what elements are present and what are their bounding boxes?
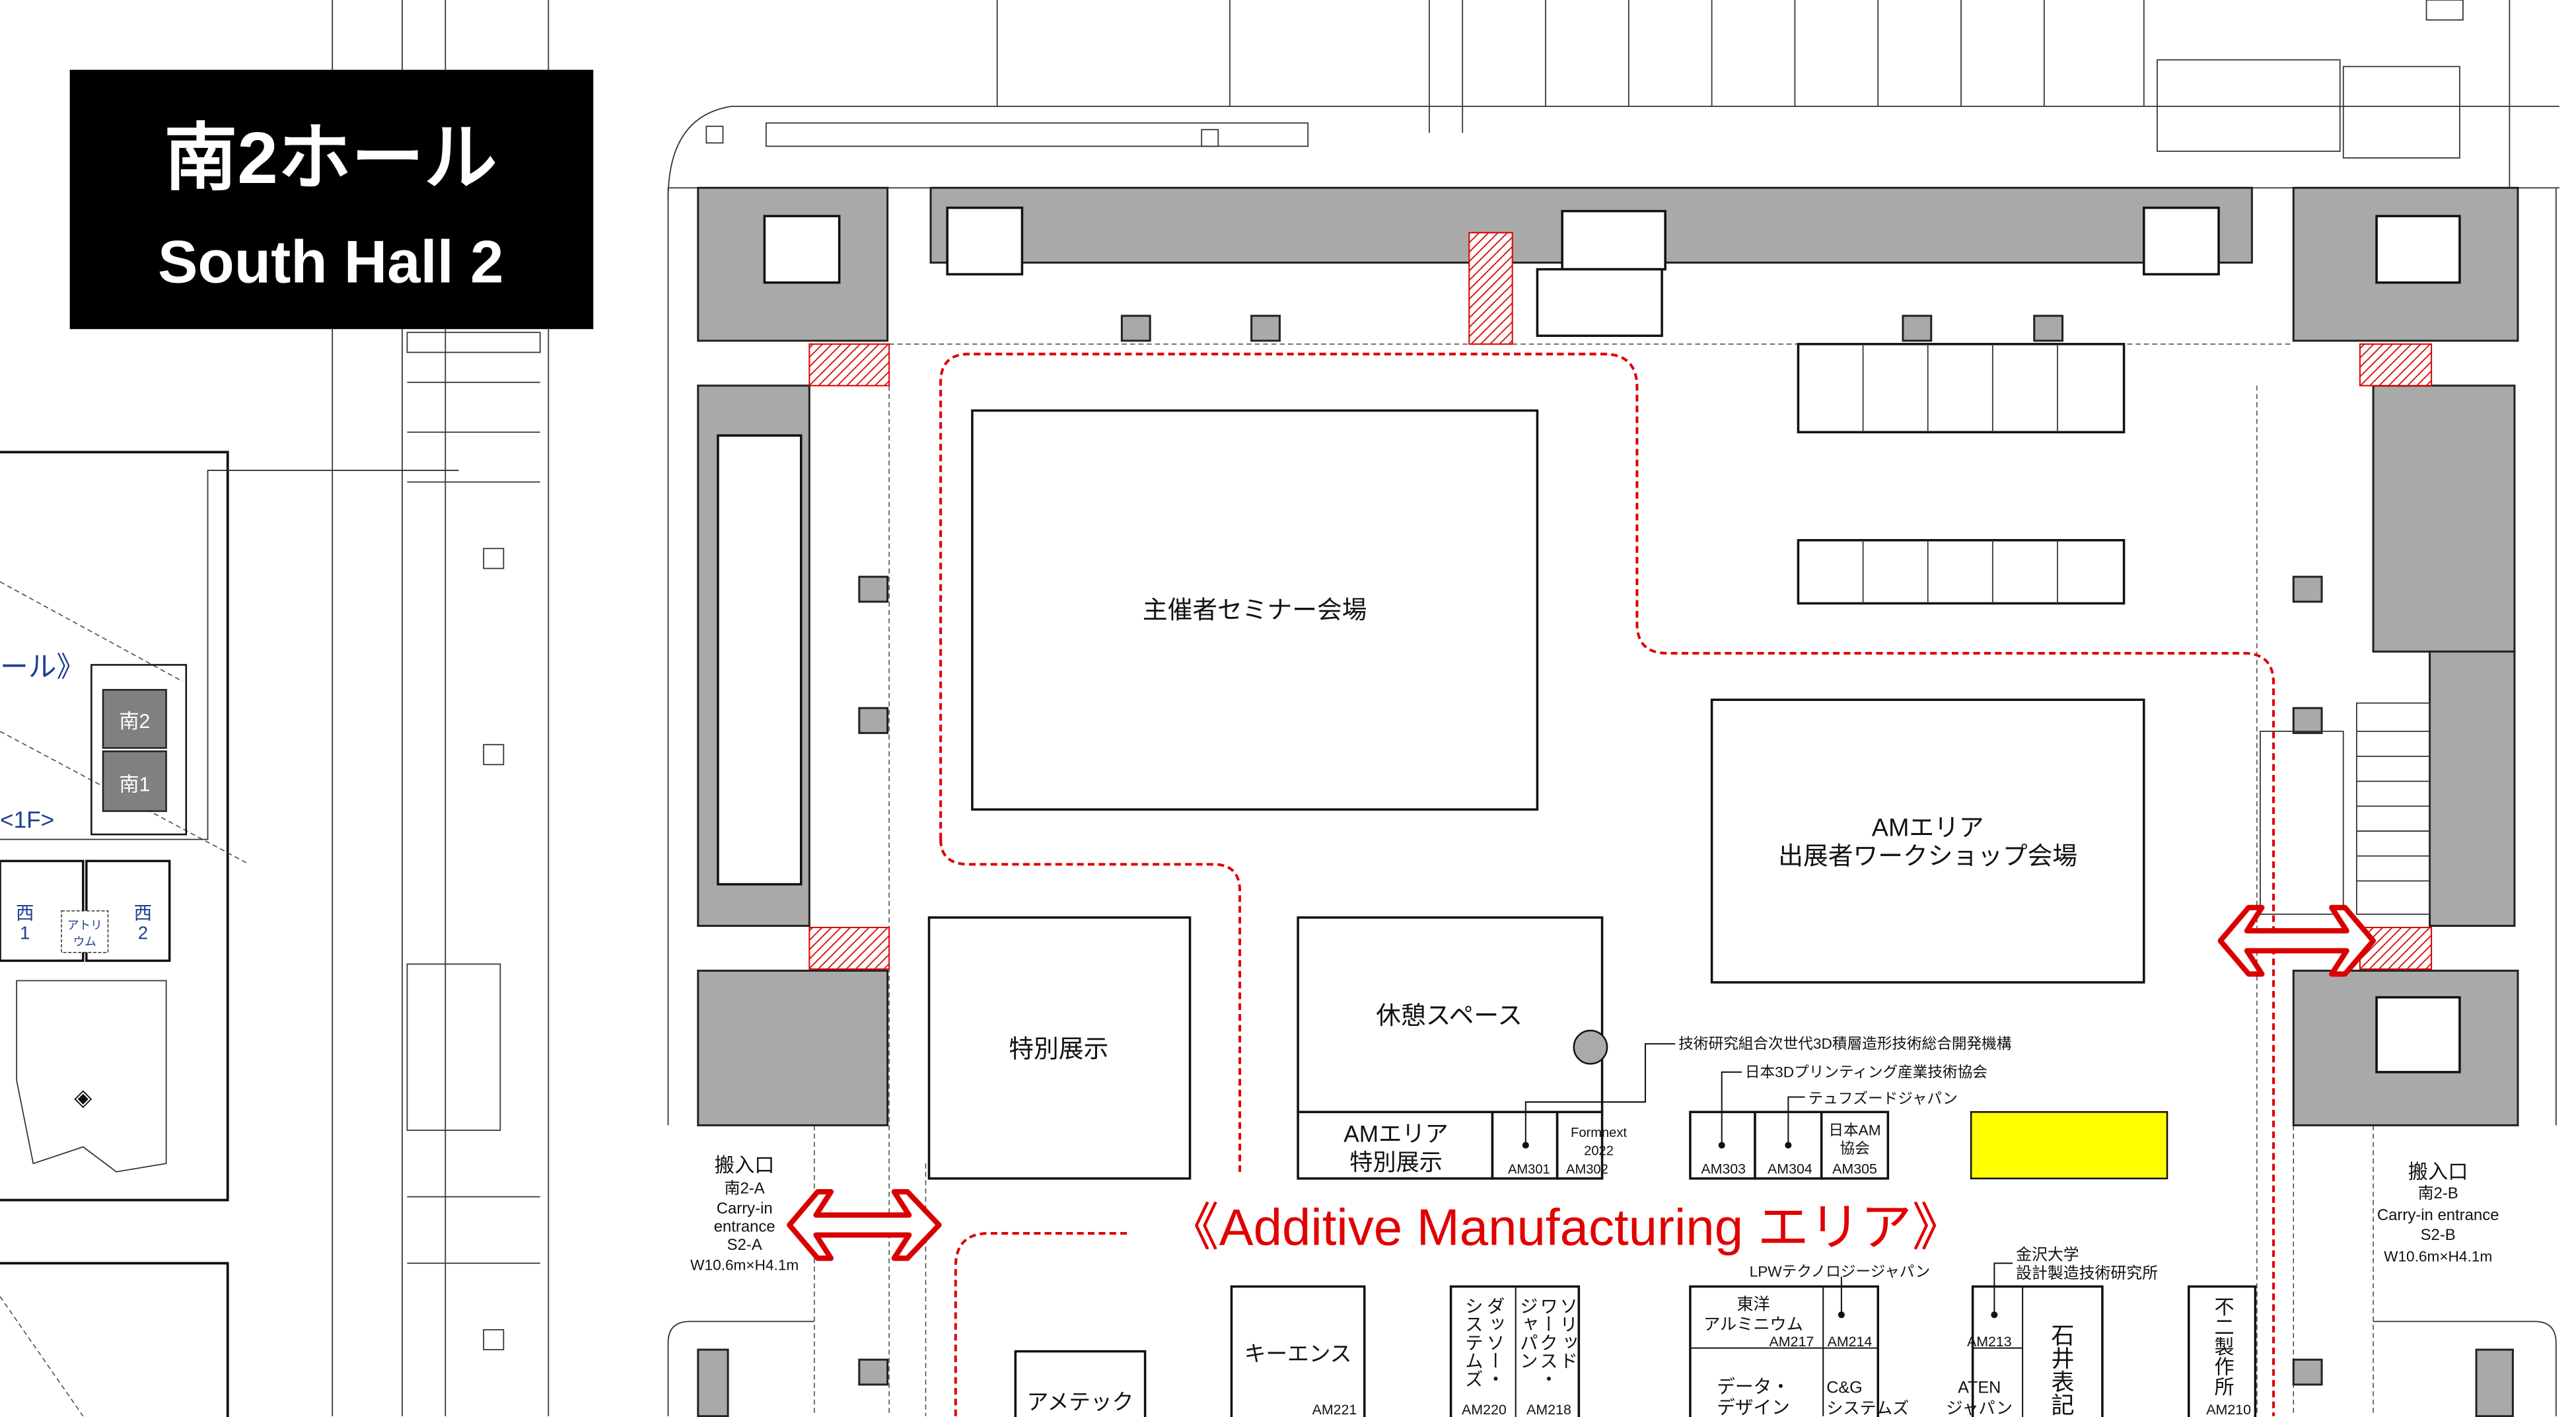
booth-name-am302-1: Formnext [1571, 1126, 1627, 1140]
svg-text:AM214: AM214 [1828, 1334, 1873, 1350]
booth-name-data-design-1: データ・ [1717, 1377, 1790, 1397]
svg-text:AM221: AM221 [1312, 1402, 1357, 1417]
svg-text:アルミニウム: アルミニウム [1703, 1315, 1803, 1334]
svg-text:AM220: AM220 [1462, 1402, 1507, 1417]
workshop-room-label-1: AMエリア [1872, 814, 1984, 842]
booth-am220-am218: ダッソー・ システムズ AM220 ソリッド ワークス・ ジャパン AM218 [1449, 1285, 1581, 1417]
booth-id-am305: AM305 [1832, 1161, 1877, 1177]
svg-text:ダッソー・: ダッソー・ [1484, 1297, 1505, 1388]
svg-text:ワークス・: ワークス・ [1537, 1297, 1557, 1388]
svg-text:東洋: 東洋 [1736, 1295, 1770, 1314]
am-special-row: AMエリア 特別展示 AM301 技術研究組合次世代3D積層造形技術総合開発機構… [1297, 1036, 2011, 1180]
seminar-room: 主催者セミナー会場 [971, 409, 1539, 811]
special-exhibit-label: 特別展示 [1009, 1035, 1108, 1062]
booth-ametek: アメテック [1014, 1350, 1147, 1417]
svg-text:不二製作所: 不二製作所 [2211, 1297, 2235, 1397]
svg-text:南2-A: 南2-A [725, 1180, 765, 1198]
entrance-b-label: 搬入口 南2-B Carry-in entrance S2-B W10.6m×H… [2377, 1161, 2499, 1265]
minimap-south2-label: 南2 [119, 710, 150, 733]
entrance-a-double-arrow-icon [787, 1189, 942, 1261]
svg-text:Carry-in: Carry-in [717, 1200, 773, 1217]
special-exhibit-room: 特別展示 [927, 916, 1192, 1180]
booth-name-cg-1: C&G [1826, 1379, 1863, 1397]
table-grid [1797, 343, 2126, 605]
booth-name-am302-2: 2022 [1584, 1144, 1614, 1159]
svg-text:ソリッド: ソリッド [1557, 1297, 1577, 1370]
stairs [2260, 702, 2431, 915]
booth-id-am303: AM303 [1701, 1161, 1746, 1177]
booth-id-am302: AM302 [1566, 1162, 1608, 1177]
rest-space: 休憩スペース [1297, 916, 1608, 1114]
booth-name-am305-2: 協会 [1840, 1140, 1869, 1157]
svg-text:ジャパン: ジャパン [1517, 1297, 1538, 1370]
booth-name-am301: 技術研究組合次世代3D積層造形技術総合開発機構 [1678, 1036, 2011, 1052]
svg-text:キーエンス: キーエンス [1244, 1342, 1352, 1366]
entrance-a-label: 搬入口 南2-A Carry-in entrance S2-A W10.6m×H… [690, 1154, 799, 1273]
booth-group-am303-305: 日本3Dプリンティング産業技術協会 テュフズードジャパン AM303 AM304… [1689, 1064, 1987, 1180]
booth-id-am304: AM304 [1768, 1161, 1812, 1177]
compass-icon: ◈ [74, 1085, 92, 1110]
minimap-south1 [102, 750, 167, 813]
hydrant-spaces [808, 232, 2433, 970]
svg-text:entrance: entrance [714, 1217, 775, 1235]
svg-text:AM218: AM218 [1526, 1402, 1571, 1417]
minimap-south1-label: 南1 [119, 774, 150, 796]
svg-text:設計製造技術研究所: 設計製造技術研究所 [2016, 1264, 2158, 1282]
booth-am213: 金沢大学 設計製造技術研究所 AM213 石井表記 ATEN ジャパン [1946, 1246, 2158, 1417]
am-area-boundary [939, 352, 2275, 1416]
svg-text:W10.6m×H4.1m: W10.6m×H4.1m [2384, 1249, 2492, 1265]
booth-name-aten-2: ジャパン [1946, 1399, 2013, 1417]
svg-text:南2-B: 南2-B [2418, 1184, 2458, 1202]
hall-title-ja: 南2ホール [164, 118, 497, 199]
svg-text:搬入口: 搬入口 [2408, 1161, 2468, 1183]
minimap-west2-num: 2 [138, 923, 148, 943]
booth-id-am301: AM301 [1508, 1162, 1550, 1177]
am-special-label-1: AMエリア [1343, 1122, 1448, 1147]
minimap-atrium-2: ウム [73, 935, 96, 949]
hall-title-en: South Hall 2 [158, 229, 503, 296]
booth-am221: キーエンス AM221 [1230, 1285, 1366, 1417]
svg-text:W10.6m×H4.1m: W10.6m×H4.1m [690, 1256, 799, 1273]
minimap-west1-num: 1 [20, 923, 30, 943]
booth-am217-am214: 東洋 アルミニウム AM217 AM214 LPWテクノロジージャパン データ・… [1689, 1263, 1930, 1417]
svg-text:LPWテクノロジージャパン: LPWテクノロジージャパン [1750, 1263, 1930, 1280]
svg-text:搬入口: 搬入口 [715, 1154, 775, 1177]
svg-text:システムズ: システムズ [1462, 1297, 1483, 1388]
hall-title-box: 南2ホール South Hall 2 [69, 69, 594, 330]
booth-name-aten-1: ATEN [1958, 1379, 2001, 1397]
pillar-icon [1573, 1029, 1608, 1065]
booth-name-am304: テュフズードジャパン [1808, 1091, 1958, 1107]
svg-text:金沢大学: 金沢大学 [2016, 1246, 2079, 1264]
highlighted-booth[interactable] [1970, 1111, 2168, 1180]
booth-name-am305-1: 日本AM [1828, 1122, 1880, 1139]
booth-name-am303: 日本3Dプリンティング産業技術協会 [1745, 1064, 1987, 1080]
booth-name-cg-2: システムズ [1826, 1399, 1909, 1417]
svg-text:アメテック: アメテック [1027, 1390, 1134, 1414]
svg-text:AM217: AM217 [1770, 1334, 1814, 1350]
svg-text:S2-A: S2-A [727, 1236, 762, 1254]
workshop-room-label-2: 出展者ワークショップ会場 [1778, 842, 2077, 869]
booth-am210: 不二製作所 AM210 [2187, 1285, 2257, 1417]
minimap: ール》 <1F> 南2 南1 西 1 西 2 アトリ ウム ◈ [0, 451, 459, 1417]
walls [697, 186, 2519, 1417]
svg-text:AM213: AM213 [1967, 1334, 2012, 1350]
booth-name-data-design-2: デザイン [1717, 1397, 1790, 1417]
seminar-room-label: 主催者セミナー会場 [1143, 596, 1367, 624]
entrance-b-double-arrow-icon [2217, 904, 2377, 977]
minimap-south2 [102, 688, 167, 749]
rest-space-label: 休憩スペース [1376, 1001, 1522, 1029]
minimap-west1: 西 [16, 902, 34, 923]
am-area-banner: 《Additive Manufacturing エリア》 [1168, 1198, 1964, 1256]
am-special-label-2: 特別展示 [1349, 1149, 1443, 1175]
svg-text:AM210: AM210 [2206, 1402, 2251, 1417]
minimap-floor-label: <1F> [0, 807, 54, 833]
minimap-atrium: アトリ [67, 919, 102, 932]
svg-text:Carry-in entrance: Carry-in entrance [2377, 1206, 2499, 1224]
minimap-hall-label: ール》 [0, 651, 85, 683]
workshop-room: AMエリア 出展者ワークショップ会場 [1710, 698, 2145, 984]
svg-text:石井表記: 石井表記 [2048, 1323, 2075, 1416]
minimap-west2: 西 [134, 902, 153, 923]
svg-text:S2-B: S2-B [2421, 1226, 2456, 1244]
